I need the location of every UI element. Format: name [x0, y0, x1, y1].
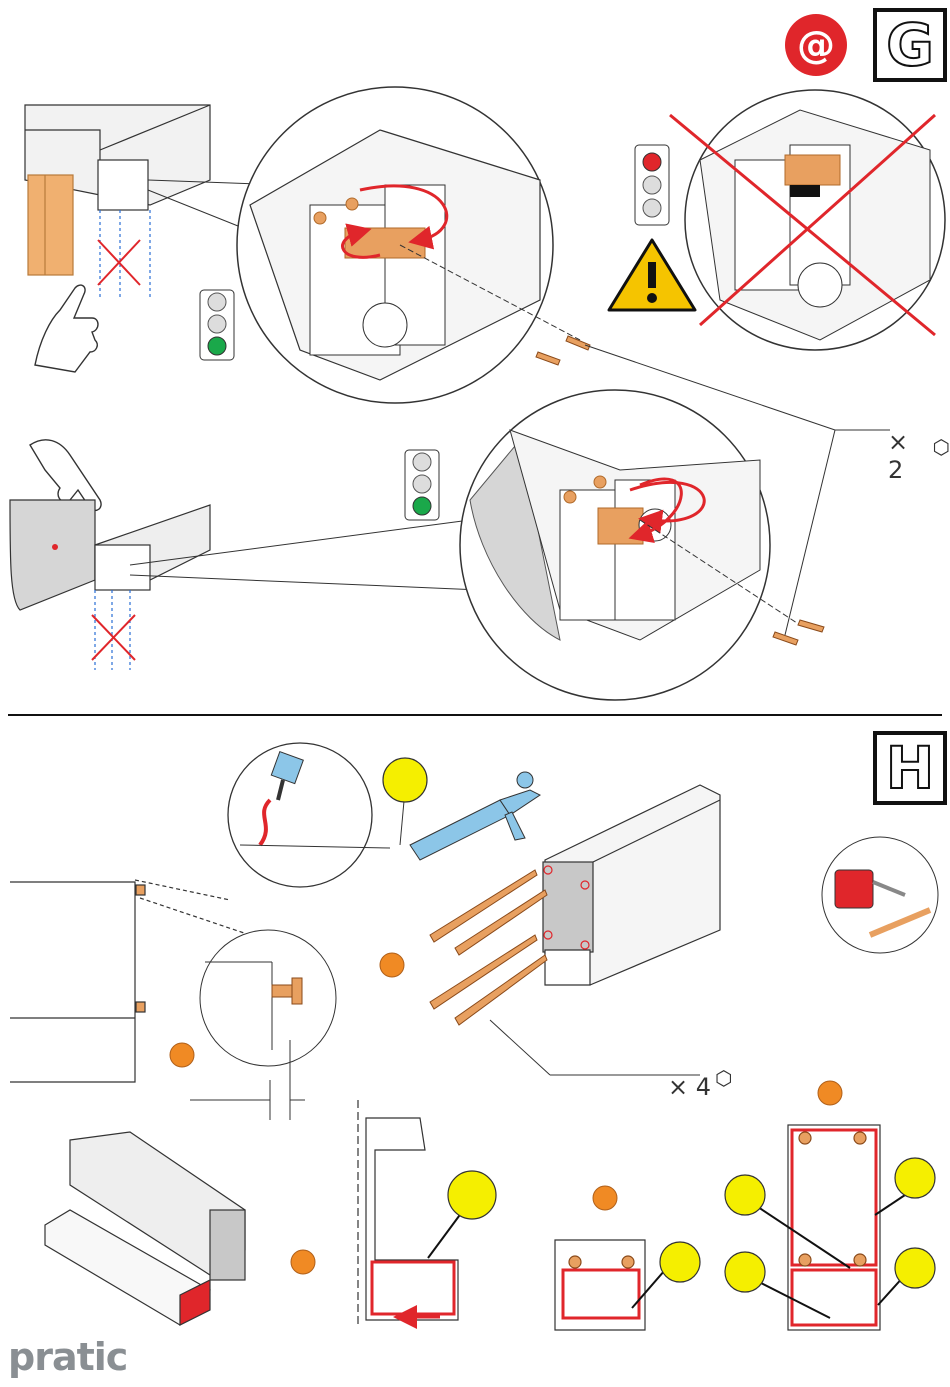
sealant-gun-icon — [410, 772, 540, 860]
h-profile-box — [543, 785, 720, 985]
h-section-seal-3 — [755, 1125, 905, 1330]
step-h-box: H — [873, 731, 947, 805]
traffic-light-icon — [405, 450, 439, 520]
g-cross-mark-2 — [92, 615, 135, 660]
h-screw-magnifier — [200, 930, 336, 1066]
hand-pointer-icon — [35, 285, 98, 372]
quantity-x2-label: × 2 — [888, 428, 929, 484]
h-sealant-magnifier — [228, 743, 390, 887]
step-h-letter: H — [886, 739, 935, 797]
g-magnified-joint-1 — [237, 87, 553, 403]
h-section-seal-2 — [555, 1240, 665, 1330]
hex-nut-icon: ⬡ — [933, 435, 950, 459]
traffic-light-icon — [200, 290, 234, 360]
g-corner-overview — [25, 105, 210, 300]
screw-icon — [430, 870, 547, 1025]
brand-logo: pratic — [8, 1335, 127, 1379]
h-section-seal-1 — [358, 1100, 462, 1325]
traffic-light-icon — [635, 145, 669, 225]
quantity-x4-label: × 4 — [668, 1073, 711, 1101]
g-cross-mark-1 — [98, 240, 140, 285]
quantity-x2: × 2 ⬡ — [888, 428, 950, 484]
screw-icon — [773, 620, 824, 645]
g-magnified-joint-2 — [460, 390, 770, 700]
screw-icon — [536, 336, 590, 365]
g-cover-overview — [10, 500, 210, 670]
quantity-x4: × 4 ⬡ — [668, 1073, 732, 1101]
brand-logo-text: pratic — [8, 1335, 127, 1379]
h-profile-iso — [45, 1132, 245, 1325]
hex-nut-icon: ⬡ — [715, 1066, 732, 1090]
g-forbidden-joint — [670, 90, 945, 350]
glue-bottle-icon — [822, 837, 938, 953]
warning-triangle-icon — [609, 240, 695, 310]
